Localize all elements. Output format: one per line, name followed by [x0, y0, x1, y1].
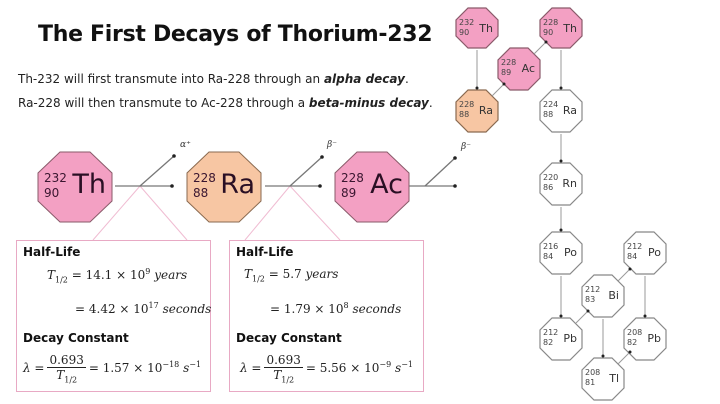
decay-constant-heading: Decay Constant	[236, 331, 342, 345]
intro-line-2: Ra-228 will then transmute to Ac-228 thr…	[18, 96, 433, 110]
decay-constant-heading: Decay Constant	[23, 331, 129, 345]
nuclide-symbol: Ra	[220, 169, 255, 200]
halflife-heading: Half-Life	[236, 245, 294, 259]
intro-text: Th-232 will first transmute into Ra-228 …	[18, 72, 324, 86]
decay-label-beta: β⁻	[327, 140, 337, 150]
halflife-seconds: = 1.79 × 108 seconds	[270, 301, 402, 316]
emphasis-beta-minus-decay: beta-minus decay	[308, 96, 429, 110]
ra228-info-box: Half-Life T1/2 = 5.7 years = 1.79 × 108 …	[229, 240, 424, 392]
halflife-seconds: = 4.42 × 1017 seconds	[75, 301, 212, 316]
halflife-heading: Half-Life	[23, 245, 81, 259]
octagon-ac228	[334, 151, 410, 223]
decay-label-alpha: α⁺	[180, 140, 191, 150]
intro-line-1: Th-232 will first transmute into Ra-228 …	[18, 72, 409, 86]
nuclide-symbol: Th	[72, 169, 106, 200]
halflife-years: T1/2 = 5.7 years	[244, 267, 339, 284]
octagon-th232	[37, 151, 113, 223]
intro-text: Ra-228 will then transmute to Ac-228 thr…	[18, 96, 309, 110]
decay-label-beta: β⁻	[461, 142, 471, 152]
octagon-ra228	[186, 151, 262, 223]
nuclide-symbol: Ac	[370, 169, 403, 200]
halflife-years: T1/2 = 14.1 × 109 years	[47, 267, 188, 285]
th232-info-box: Half-Life T1/2 = 14.1 × 109 years = 4.42…	[16, 240, 211, 392]
page-title: The First Decays of Thorium-232	[38, 22, 433, 47]
emphasis-alpha-decay: alpha decay	[323, 72, 405, 86]
intro-punct: .	[428, 96, 433, 110]
intro-punct: .	[404, 72, 409, 86]
